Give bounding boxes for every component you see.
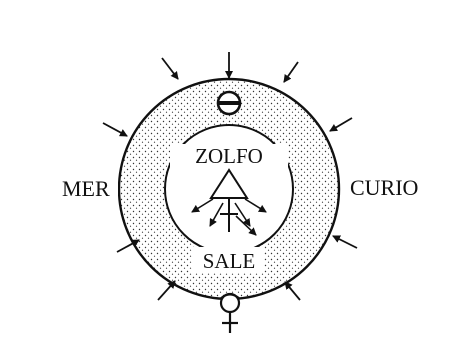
label-left: MER [62,176,110,201]
arrow-top-left [162,58,178,79]
label-inner-bottom: SALE [203,249,256,273]
venus-copper-icon [221,294,239,333]
arrow-upper-left [103,123,127,136]
label-inner-top: ZOLFO [195,144,263,168]
label-right: CURIO [350,175,418,200]
arrow-bottom-left [158,281,175,300]
arrow-top-right [284,62,298,82]
salt-symbol-icon [218,92,240,114]
arrow-bottom-right [285,282,300,300]
arrow-lower-right [333,236,357,248]
arrow-upper-right [330,118,352,131]
